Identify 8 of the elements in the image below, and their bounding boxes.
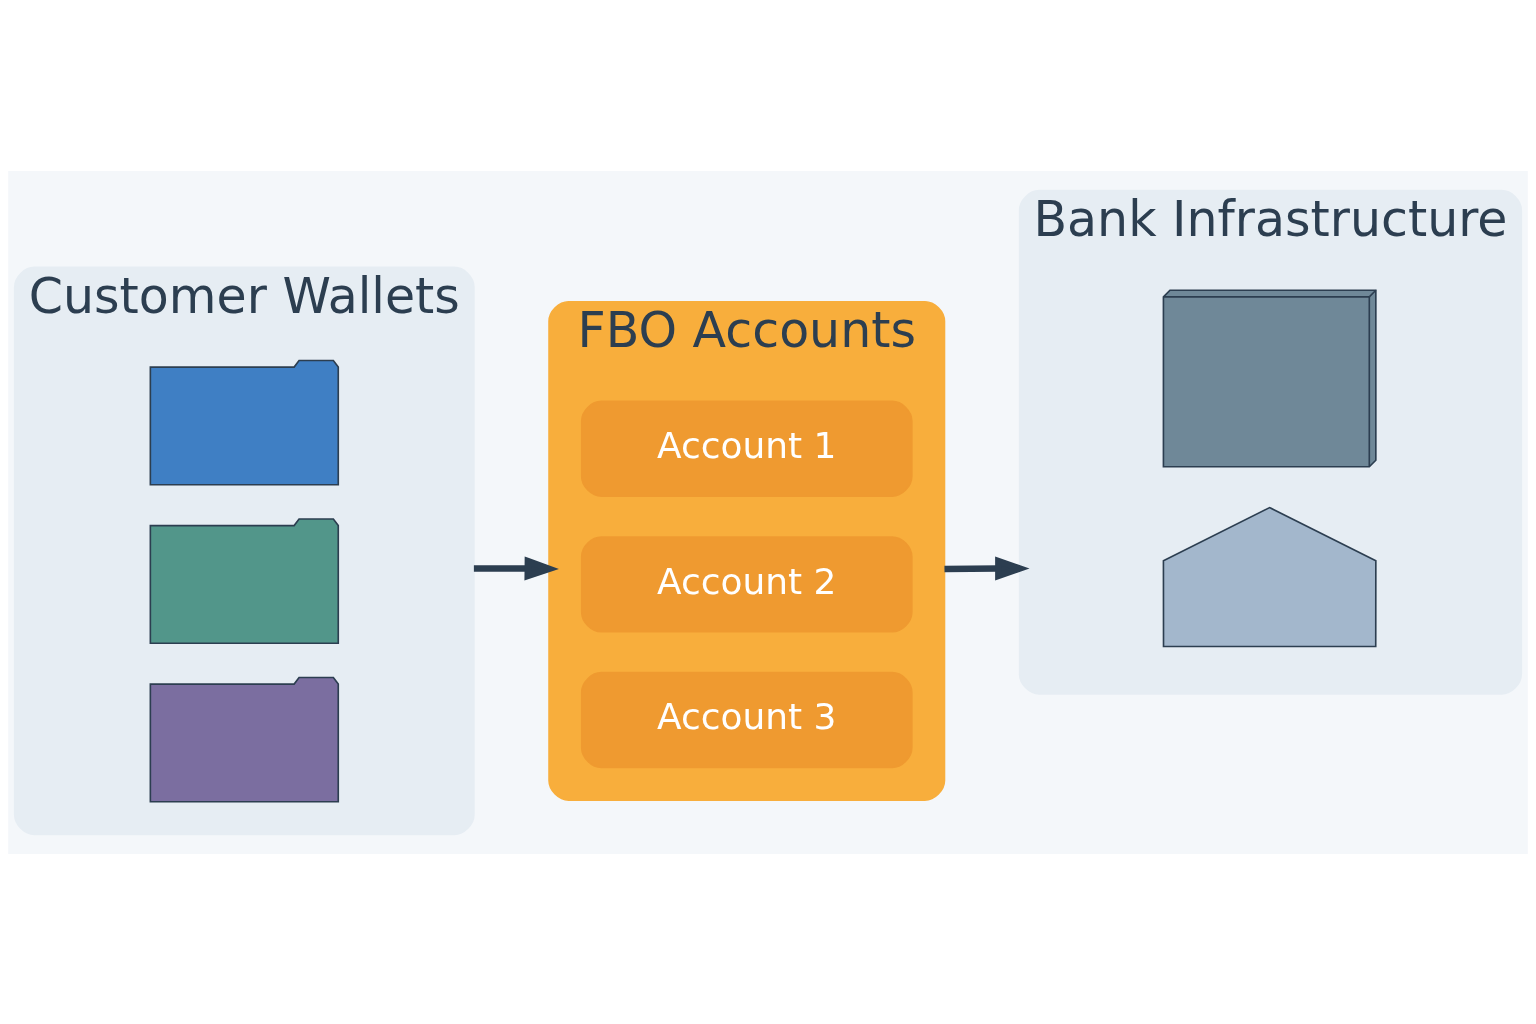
- arrow: [944, 555, 1030, 580]
- node-wallet: [149, 517, 340, 644]
- arrow: [473, 556, 559, 581]
- cluster: Bank Infrastructure: [1018, 189, 1523, 695]
- node-wallet: [149, 359, 340, 486]
- node-wallet: [149, 676, 340, 803]
- cluster: Customer Wallets: [13, 266, 475, 835]
- node-building: [1162, 506, 1377, 647]
